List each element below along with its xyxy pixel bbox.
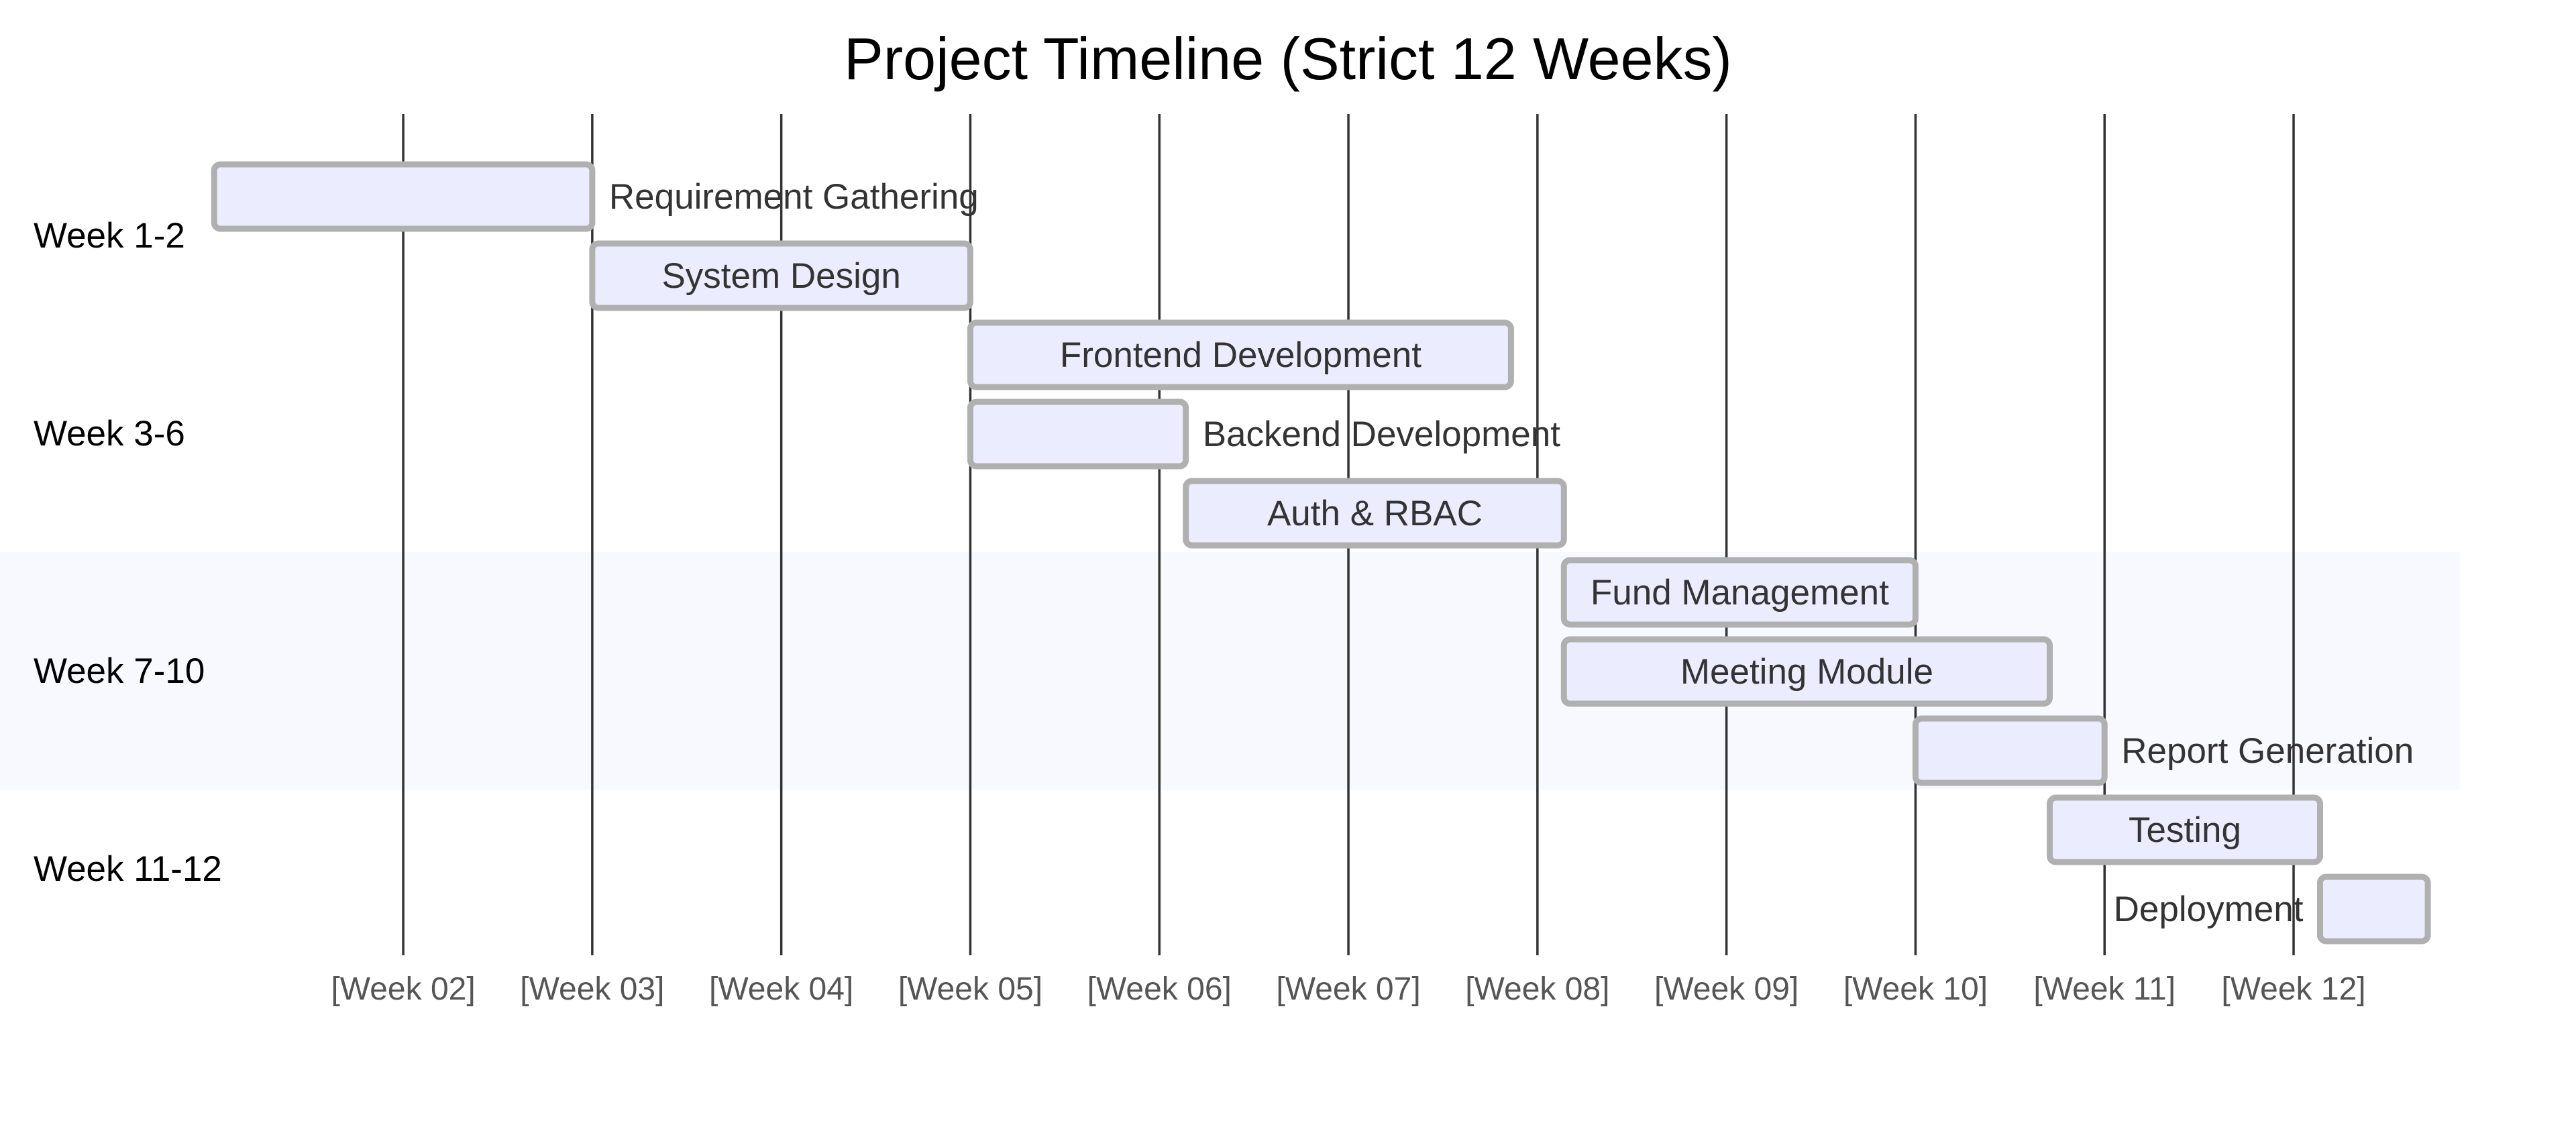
- tick-label-week-05: [Week 05]: [898, 971, 1042, 1007]
- task-label-testing: Testing: [2129, 810, 2241, 850]
- tick-label-week-09: [Week 09]: [1654, 971, 1799, 1007]
- task-bar-deployment: [2316, 873, 2431, 945]
- chart-title: Project Timeline (Strict 12 Weeks): [844, 25, 1732, 92]
- task-label-fund-management: Fund Management: [1591, 573, 1889, 612]
- tick-label-week-07: [Week 07]: [1276, 971, 1420, 1007]
- tick-label-week-10: [Week 10]: [1843, 971, 1988, 1007]
- task-label-requirement-gathering: Requirement Gathering: [609, 177, 979, 217]
- tick-label-week-02: [Week 02]: [331, 971, 475, 1007]
- task-bars: [211, 161, 2431, 945]
- section-label-week-1-2: Week 1-2: [34, 216, 185, 256]
- task-label-report-generation: Report Generation: [2121, 731, 2414, 771]
- tick-label-week-08: [Week 08]: [1465, 971, 1609, 1007]
- x-axis-ticks: [Week 02] [Week 03] [Week 04] [Week 05] [Wee…: [331, 971, 2365, 1007]
- task-bar-system-design: [589, 240, 973, 311]
- section-label-week-3-6: Week 3-6: [34, 414, 185, 453]
- section-label-week-7-10: Week 7-10: [34, 651, 205, 691]
- task-bar-fund-management: [1560, 557, 1919, 628]
- section-label-week-11-12: Week 11-12: [34, 849, 222, 889]
- task-bar-testing: [2047, 794, 2323, 865]
- task-label-system-design: System Design: [661, 256, 900, 296]
- task-bar-requirement-gathering: [211, 161, 596, 232]
- task-label-backend-development: Backend Development: [1203, 415, 1561, 454]
- tick-label-week-06: [Week 06]: [1087, 971, 1232, 1007]
- task-bar-report-generation: [1912, 715, 2108, 786]
- task-bar-backend-development: [967, 398, 1189, 470]
- task-bar-frontend-development: [967, 319, 1514, 390]
- task-label-deployment: Deployment: [2114, 890, 2304, 929]
- tick-label-week-03: [Week 03]: [520, 971, 664, 1007]
- task-label-frontend-development: Frontend Development: [1060, 335, 1421, 375]
- tick-label-week-12: [Week 12]: [2221, 971, 2365, 1007]
- task-bar-auth-rbac: [1183, 478, 1567, 549]
- tick-label-week-04: [Week 04]: [709, 971, 853, 1007]
- task-label-auth-rbac: Auth & RBAC: [1267, 494, 1483, 533]
- tick-label-week-11: [Week 11]: [2033, 971, 2176, 1007]
- task-bar-meeting-module: [1560, 636, 2053, 707]
- task-label-meeting-module: Meeting Module: [1680, 652, 1933, 692]
